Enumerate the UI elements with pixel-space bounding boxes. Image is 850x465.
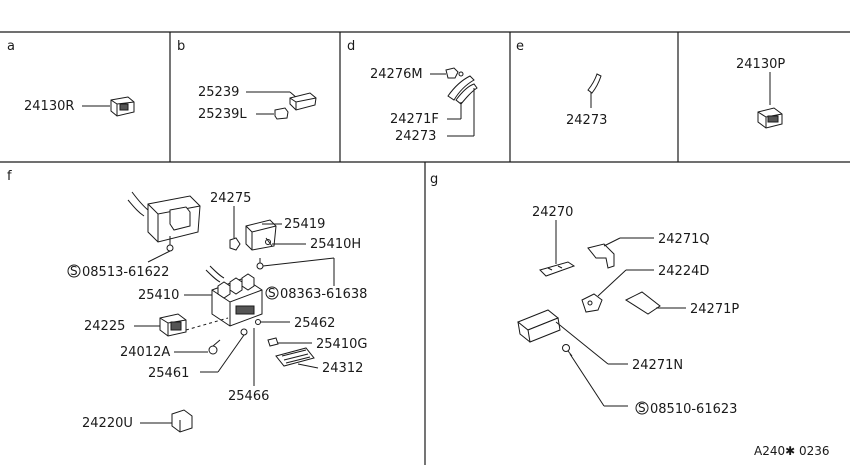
part-label-24220U: 24220U — [82, 416, 133, 431]
part-label-25419: 25419 — [284, 217, 325, 232]
part-label-08363-61638: 08363-61638 — [280, 287, 367, 302]
small-bulb-icon — [240, 328, 248, 336]
part-label-24271N: 24271N — [632, 358, 683, 373]
part-label-08510-61623: 08510-61623 — [650, 402, 737, 417]
socket-cap-icon — [229, 237, 241, 251]
section-letter-d: d — [347, 39, 355, 54]
part-label-24273-e: 24273 — [566, 113, 607, 128]
section-f: S 08513-61622 24275 25419 25410H S — [67, 191, 367, 433]
section-g: 24270 24271Q 24224D 24271P — [517, 205, 739, 417]
section-letter-a: a — [7, 39, 15, 54]
grommet-connector-icon — [757, 107, 783, 129]
connector-part-icon — [110, 96, 135, 117]
lamp-housing-icon — [205, 265, 263, 327]
section-letter-b: b — [177, 39, 185, 54]
part-label-25466: 25466 — [228, 389, 269, 404]
part-label-25239L: 25239L — [198, 107, 247, 122]
svg-text:S: S — [638, 401, 646, 415]
diagram-reference-code: A240✱ 0236 — [754, 444, 830, 458]
screw-icon — [166, 244, 174, 252]
part-label-08513-61622: 08513-61622 — [82, 265, 169, 280]
part-label-24270: 24270 — [532, 205, 573, 220]
part-label-25462: 25462 — [294, 316, 335, 331]
bent-bracket-icon — [587, 243, 615, 269]
section-p: 24130P — [736, 57, 785, 129]
mounting-bracket-icon — [517, 309, 561, 343]
long-bracket-icon — [539, 261, 576, 277]
part-label-24224D: 24224D — [658, 264, 709, 279]
screw-symbol-08363: S — [265, 286, 279, 300]
part-label-24130R: 24130R — [24, 99, 74, 114]
screw-symbol-08510: S — [635, 401, 649, 415]
section-letter-g: g — [430, 172, 438, 187]
cap-part-icon — [171, 409, 193, 433]
part-label-25410H: 25410H — [310, 237, 361, 252]
part-label-24276M: 24276M — [370, 67, 423, 82]
part-label-24271F: 24271F — [390, 112, 439, 127]
part-label-24273-d: 24273 — [395, 129, 436, 144]
clip-strip-icon — [587, 73, 602, 94]
section-a: 24130R — [24, 96, 135, 117]
lens-part-icon — [159, 313, 187, 337]
part-label-24271P: 24271P — [690, 302, 739, 317]
section-letter-e: e — [516, 39, 524, 54]
small-screw-icon — [265, 237, 273, 247]
section-d: 24276M 24271F 24273 — [370, 67, 478, 144]
clamp-bracket-icon — [447, 75, 478, 105]
small-washer-icon — [255, 319, 261, 325]
part-label-25461: 25461 — [148, 366, 189, 381]
clip-part-icon — [445, 67, 464, 79]
screw-symbol-label: S — [70, 264, 78, 278]
bulb-cover-icon — [289, 92, 317, 111]
clip-bracket-icon — [581, 293, 603, 313]
grille-panel-icon — [275, 347, 315, 367]
part-label-24225: 24225 — [84, 319, 125, 334]
clip-icon — [267, 337, 279, 347]
small-lamp-icon — [274, 107, 289, 120]
part-label-24275: 24275 — [210, 191, 251, 206]
svg-text:S: S — [268, 286, 276, 300]
part-label-25410: 25410 — [138, 288, 179, 303]
part-label-24012A: 24012A — [120, 345, 170, 360]
part-label-24312: 24312 — [322, 361, 363, 376]
section-b: 25239 25239L — [198, 85, 317, 122]
section-grid — [0, 31, 850, 465]
part-label-25239: 25239 — [198, 85, 239, 100]
section-e: 24273 — [566, 73, 607, 128]
harness-housing-icon — [127, 191, 201, 243]
part-label-24271Q: 24271Q — [658, 232, 710, 247]
part-label-25410G: 25410G — [316, 337, 367, 352]
bulb-socket-icon — [256, 258, 264, 270]
part-label-24130P: 24130P — [736, 57, 785, 72]
screw-symbol-08513: S — [67, 264, 81, 278]
bulb-icon — [208, 339, 221, 355]
section-letter-f: f — [7, 169, 12, 184]
pad-part-icon — [624, 291, 661, 315]
